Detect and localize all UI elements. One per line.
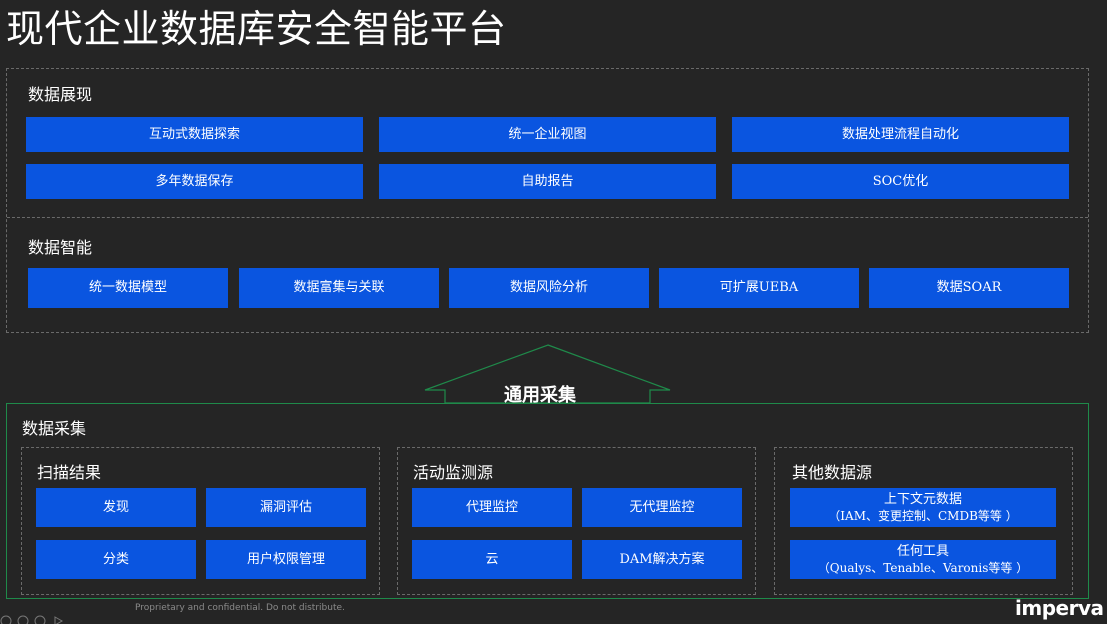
activity-item: DAM解决方案	[582, 540, 742, 579]
scan-panel	[21, 447, 380, 595]
scan-label: 扫描结果	[37, 463, 102, 482]
scan-item: 用户权限管理	[206, 540, 366, 579]
tool-detail: （Qualys、Tenable、Varonis等等 ）	[817, 560, 1029, 575]
any-tool-box: 任何工具 （Qualys、Tenable、Varonis等等 ）	[790, 540, 1056, 579]
activity-label: 活动监测源	[413, 463, 494, 482]
collection-label: 数据采集	[22, 419, 87, 438]
scan-item: 分类	[36, 540, 196, 579]
intelligence-item: 统一数据模型	[28, 268, 228, 308]
panel-divider	[7, 217, 1088, 218]
context-detail: （IAM、变更控制、CMDB等等 ）	[828, 508, 1018, 523]
imperva-logo: imperva	[1015, 596, 1104, 620]
presentation-item: SOC优化	[732, 164, 1069, 199]
intelligence-label: 数据智能	[28, 238, 93, 257]
collection-panel	[6, 403, 1089, 599]
presentation-item: 互动式数据探索	[26, 117, 363, 152]
context-metadata-box: 上下文元数据 （IAM、变更控制、CMDB等等 ）	[790, 488, 1056, 527]
presentation-item: 统一企业视图	[379, 117, 716, 152]
activity-panel	[397, 447, 756, 595]
intelligence-item: 数据风险分析	[449, 268, 649, 308]
other-panel	[774, 447, 1073, 595]
scan-item: 发现	[36, 488, 196, 527]
intelligence-item: 数据富集与关联	[239, 268, 439, 308]
top-panel	[6, 68, 1089, 333]
activity-item: 云	[412, 540, 572, 579]
collection-arrow-label: 通用采集	[504, 385, 576, 406]
presentation-item: 多年数据保存	[26, 164, 363, 199]
scan-item: 漏洞评估	[206, 488, 366, 527]
intelligence-item: 数据SOAR	[869, 268, 1069, 308]
intelligence-item: 可扩展UEBA	[659, 268, 859, 308]
slide-nav-icons[interactable]	[0, 612, 75, 624]
other-label: 其他数据源	[792, 463, 873, 482]
presentation-item: 数据处理流程自动化	[732, 117, 1069, 152]
tool-title: 任何工具	[896, 543, 949, 559]
activity-item: 代理监控	[412, 488, 572, 527]
context-title: 上下文元数据	[883, 491, 962, 507]
page-title: 现代企业数据库安全智能平台	[6, 7, 507, 51]
activity-item: 无代理监控	[582, 488, 742, 527]
confidential-footer: Proprietary and confidential. Do not dis…	[135, 603, 345, 613]
presentation-label: 数据展现	[28, 85, 93, 104]
presentation-item: 自助报告	[379, 164, 716, 199]
